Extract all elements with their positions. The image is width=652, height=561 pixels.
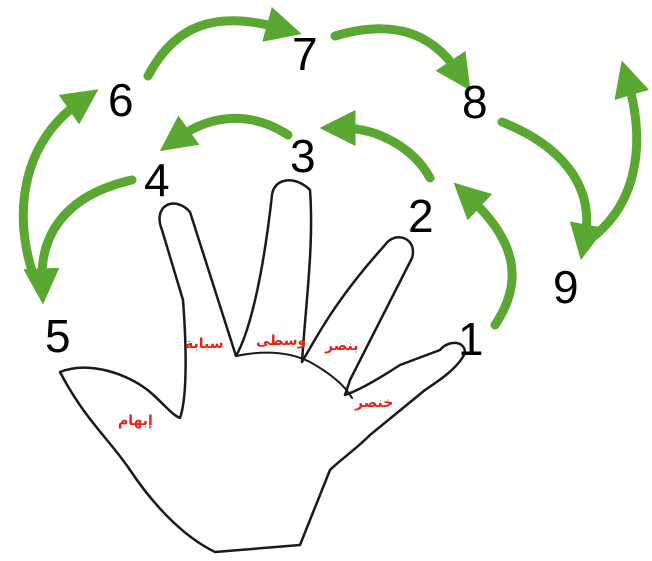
label-pinky: خنصر — [354, 395, 393, 411]
number-7: 7 — [292, 28, 318, 80]
label-ring: بنصر — [324, 338, 358, 354]
label-middle: وسطى — [256, 333, 306, 349]
number-2: 2 — [408, 190, 434, 242]
number-4: 4 — [144, 154, 170, 206]
arrow-2-to-3 — [342, 128, 430, 178]
number-5: 5 — [45, 310, 71, 362]
number-6: 6 — [108, 74, 134, 126]
number-8: 8 — [462, 76, 488, 128]
number-3: 3 — [290, 130, 316, 182]
label-index: سبابة — [185, 336, 224, 352]
arrow-3-to-4 — [178, 118, 288, 138]
arrow-1-to-2 — [470, 198, 512, 325]
hand-outline — [60, 180, 465, 552]
finger-base-lines — [236, 353, 352, 398]
label-thumb: إبهام — [118, 413, 153, 429]
arrow-5-to-6 — [23, 102, 80, 280]
arrow-4-to-5 — [42, 180, 132, 282]
arrow-group — [23, 21, 636, 325]
arrow-6-to-7 — [148, 21, 280, 76]
arrow-8-to-9 — [502, 122, 587, 238]
number-9: 9 — [553, 261, 579, 313]
number-1: 1 — [458, 313, 484, 365]
arrow-7-to-8 — [335, 29, 458, 72]
arrow-9-up — [586, 82, 637, 242]
